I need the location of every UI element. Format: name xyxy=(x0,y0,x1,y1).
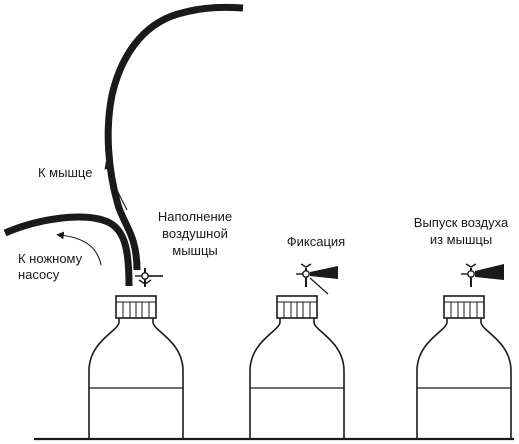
bottle-filling xyxy=(88,295,184,440)
label-fill-line1: Наполнение xyxy=(157,209,233,224)
valve-filling xyxy=(135,268,163,287)
label-fill-line2: воздушной xyxy=(162,226,228,241)
label-to-pump-line1: К ножному xyxy=(18,251,83,266)
label-release-line2: из мышцы xyxy=(429,232,493,247)
arrow-to-pump xyxy=(56,231,102,266)
label-fill-line3: мышцы xyxy=(172,243,218,258)
bottle-fix xyxy=(249,295,345,440)
arrow-to-bulb xyxy=(104,161,128,211)
hose-to-pump xyxy=(3,213,133,287)
label-release-line1: Выпуск воздуха xyxy=(413,215,509,230)
bottle-release xyxy=(416,295,512,440)
valve-fix xyxy=(296,263,338,295)
label-to-bulb: К мышце xyxy=(38,165,93,180)
label-fix: Фиксация xyxy=(286,234,346,249)
hose-to-bulb xyxy=(104,3,244,271)
valve-release xyxy=(461,263,504,287)
label-to-pump-line2: насосу xyxy=(18,267,60,282)
